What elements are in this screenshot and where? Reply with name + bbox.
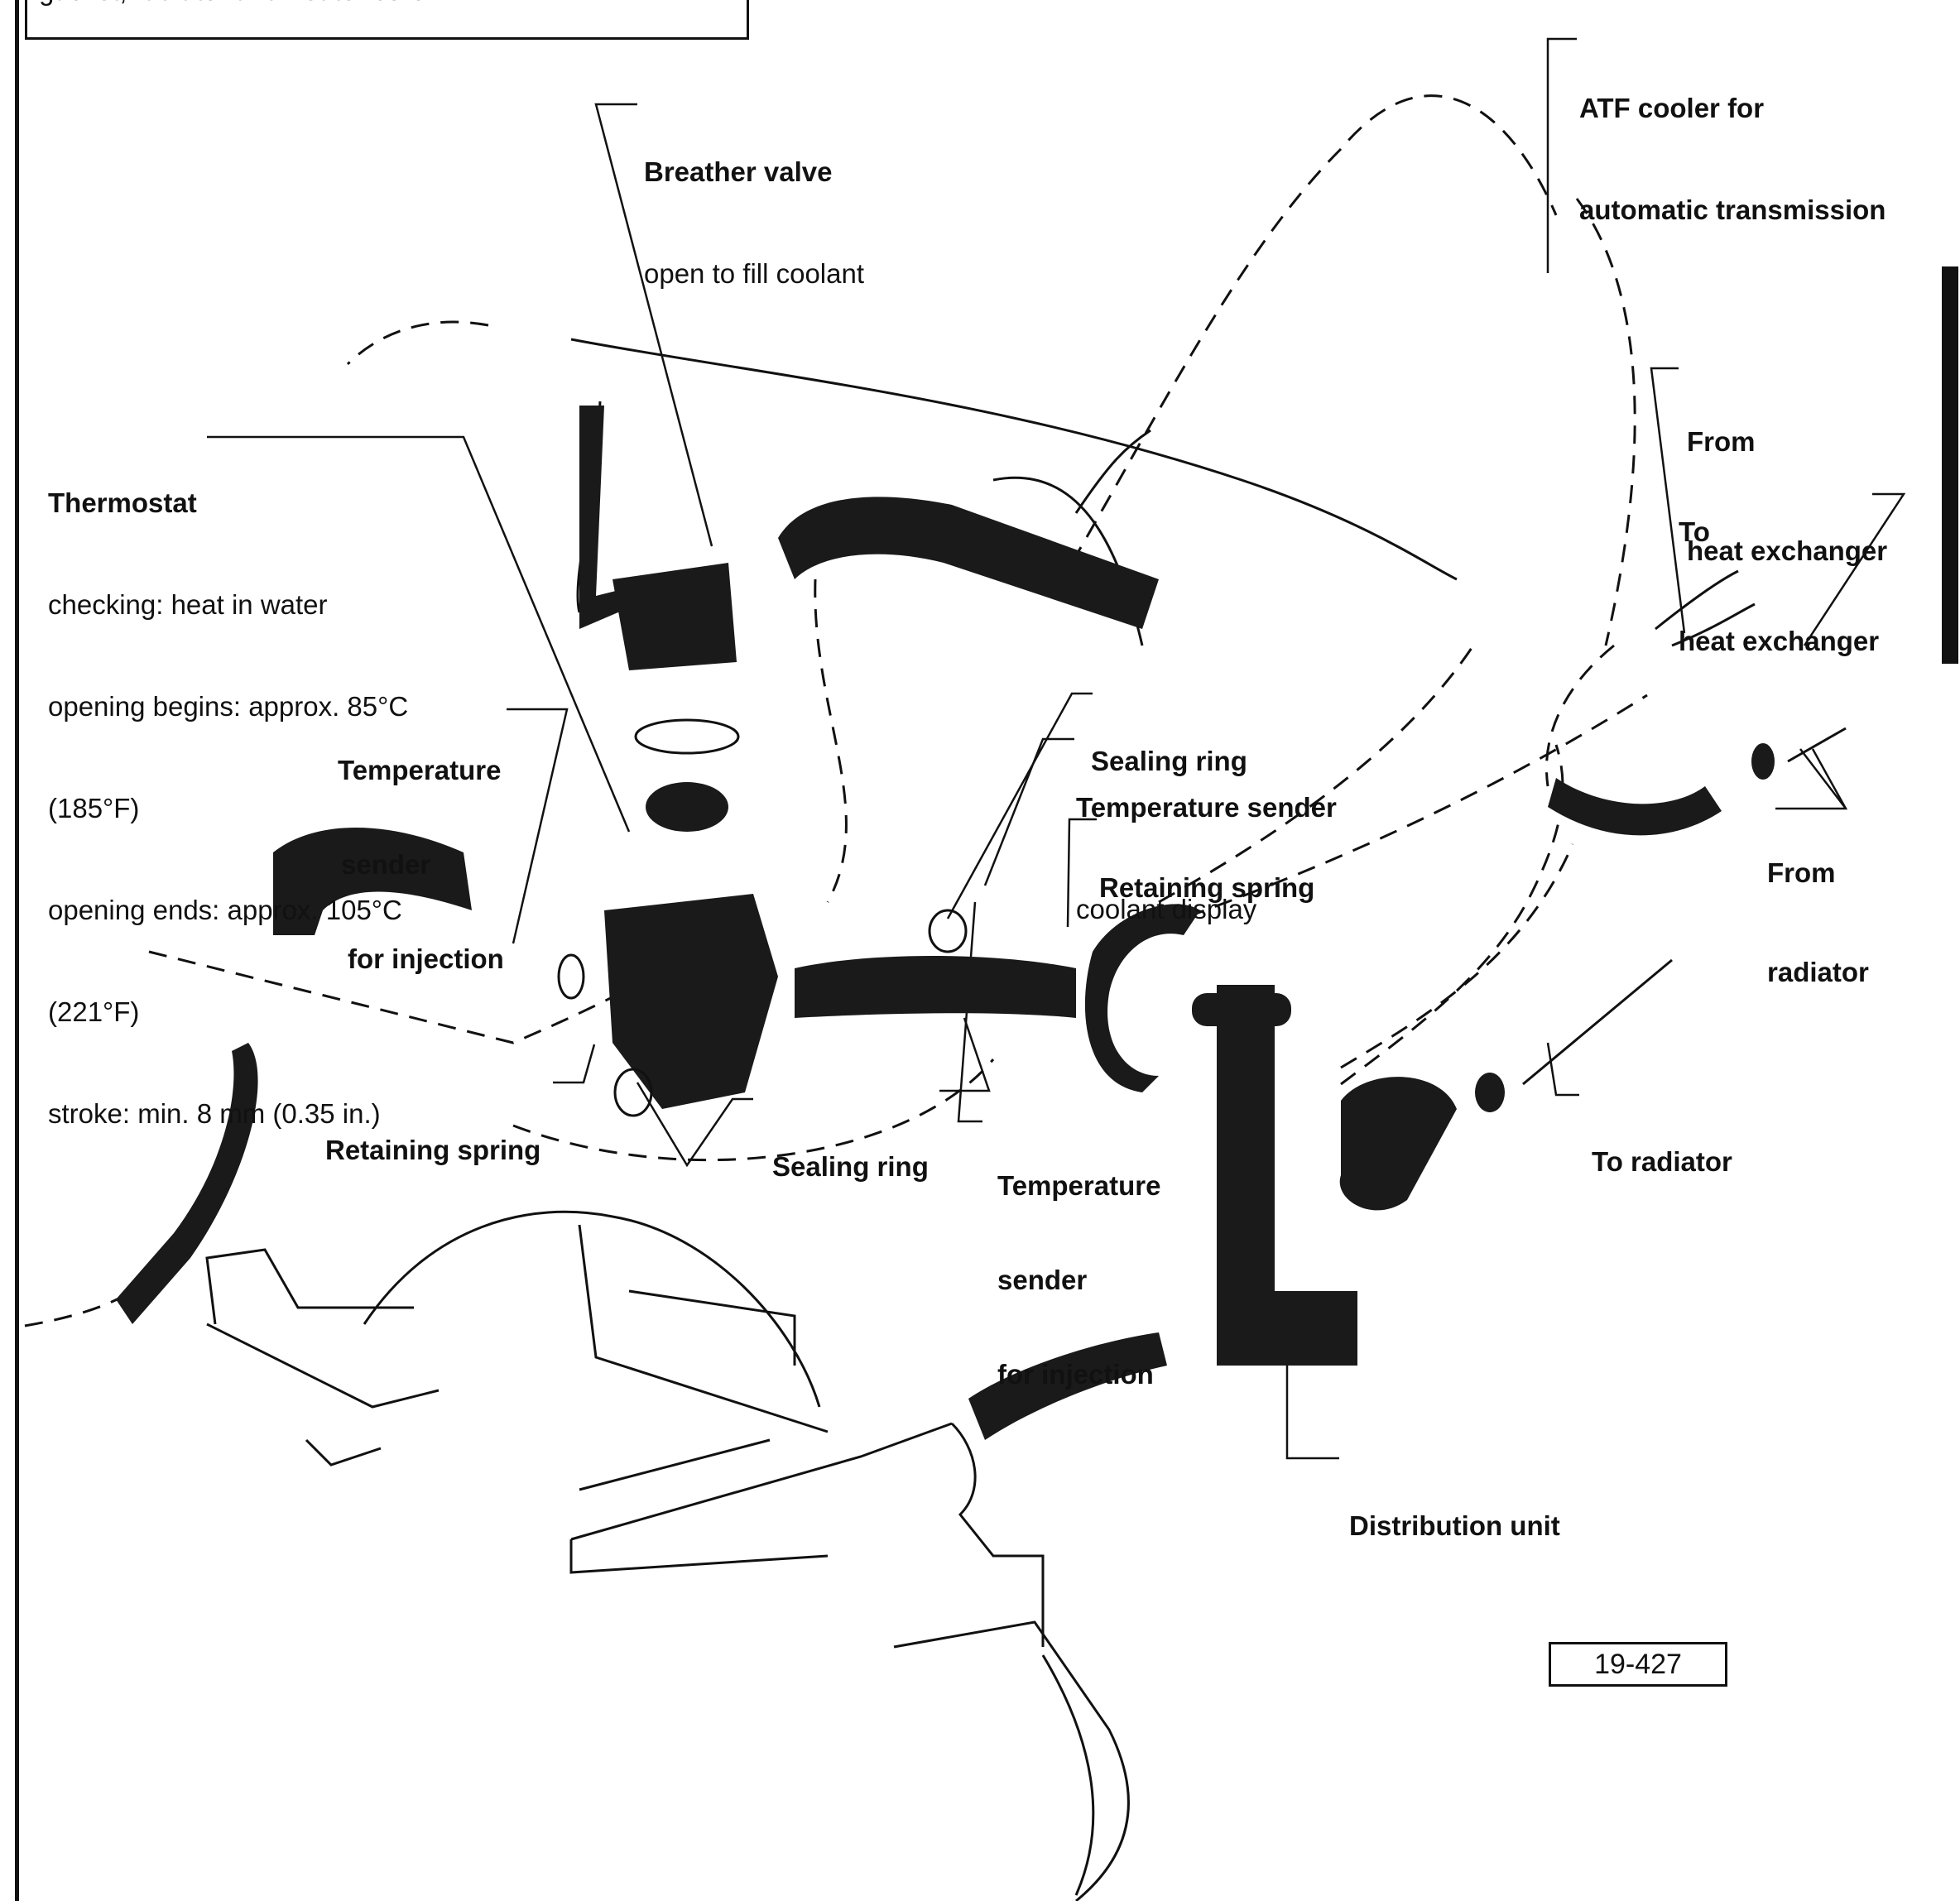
- thermostat-label: Thermostat checking: heat in water openi…: [48, 487, 409, 1129]
- sealing-ring-top-label: Sealing ring: [1091, 746, 1247, 776]
- from-radiator-label: From radiator: [1767, 857, 1869, 987]
- to-radiator-label: To radiator: [1592, 1146, 1732, 1177]
- from-heat-exchanger-label: From heat exchanger: [1687, 426, 1888, 566]
- top-note-box: gasket, radiator and heater core.: [25, 0, 749, 40]
- figure-number: 19-427: [1549, 1642, 1727, 1687]
- breather-valve-label: Breather valve open to fill coolant: [644, 156, 865, 289]
- atf-cooler-label: ATF cooler for automatic transmission: [1579, 93, 1886, 225]
- engine-outline: [205, 1210, 1130, 1901]
- rings: [557, 718, 968, 1117]
- to-heat-exchanger-label: To heat exchanger: [1679, 516, 1880, 656]
- leader-lines: [207, 37, 1906, 1460]
- page-margin-rule: [15, 0, 19, 1901]
- temp-sender-injection-bottom-label: Temperature sender for injection: [997, 1170, 1161, 1390]
- temp-sender-coolant-label: Temperature sender coolant display: [1076, 792, 1337, 924]
- temp-sender-injection-left-label: Temperature sender for injection: [338, 755, 504, 974]
- end-caps: [1475, 743, 1775, 1112]
- distribution-unit-label: Distribution unit: [1349, 1510, 1560, 1541]
- top-note-text: gasket, radiator and heater core.: [39, 0, 434, 7]
- hose-lines: [570, 338, 1756, 647]
- section-thumb-tab: [1942, 266, 1958, 664]
- sealing-ring-bottom-label: Sealing ring: [772, 1151, 929, 1182]
- drain-lines: [1522, 727, 1847, 1086]
- retaining-spring-left-label: Retaining spring: [325, 1135, 541, 1165]
- hose-bodies: [116, 406, 1722, 1440]
- retaining-spring-top-label: Retaining spring: [1099, 872, 1315, 903]
- thermostat-housing: [604, 563, 778, 1109]
- distribution-unit: [1192, 985, 1357, 1366]
